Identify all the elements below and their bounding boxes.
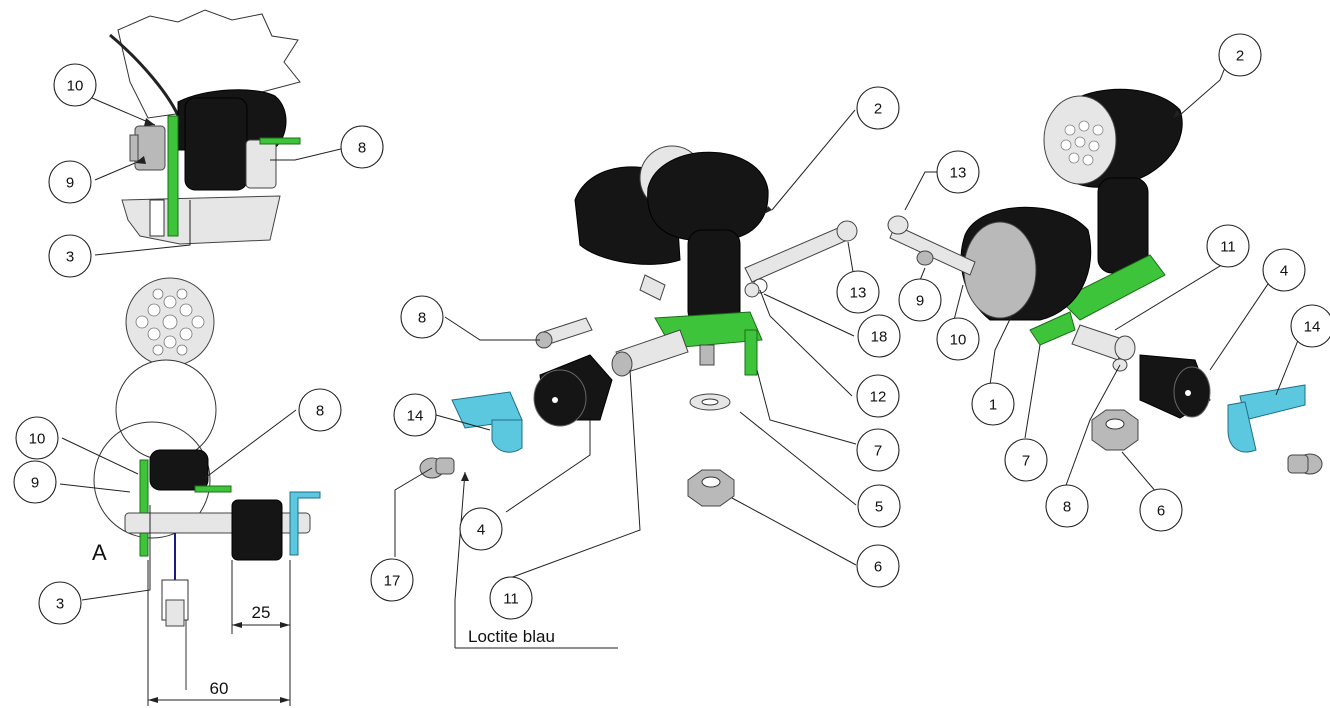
svg-text:11: 11 bbox=[1220, 239, 1236, 256]
svg-text:14: 14 bbox=[407, 408, 424, 425]
svg-text:9: 9 bbox=[916, 293, 924, 310]
svg-text:17: 17 bbox=[384, 573, 401, 590]
balloon-6: 6 bbox=[1139, 488, 1183, 532]
side-view bbox=[93, 277, 321, 690]
balloon-11: 11 bbox=[1206, 224, 1250, 268]
balloon-13: 13 bbox=[936, 150, 980, 194]
exploded-view-center bbox=[419, 145, 858, 507]
balloon-2: 2 bbox=[856, 86, 900, 130]
dimension-arrows bbox=[148, 622, 290, 703]
balloon-group: 1098310983281318127561441117213910111414… bbox=[13, 33, 1330, 625]
svg-text:9: 9 bbox=[31, 475, 39, 492]
balloon-18: 18 bbox=[857, 314, 901, 358]
svg-text:18: 18 bbox=[871, 329, 888, 346]
balloon-3: 3 bbox=[38, 581, 82, 625]
dimension-25: 25 bbox=[252, 603, 271, 622]
svg-text:13: 13 bbox=[850, 285, 867, 302]
svg-text:7: 7 bbox=[1022, 453, 1030, 470]
balloon-5: 5 bbox=[857, 484, 901, 528]
svg-text:9: 9 bbox=[66, 175, 74, 192]
svg-text:1: 1 bbox=[989, 397, 997, 414]
balloon-10: 10 bbox=[15, 416, 59, 460]
leader-arrowheads bbox=[135, 110, 1180, 481]
balloon-10: 10 bbox=[936, 317, 980, 361]
svg-text:13: 13 bbox=[950, 165, 967, 182]
svg-text:11: 11 bbox=[503, 591, 519, 608]
balloon-8: 8 bbox=[400, 295, 444, 339]
svg-text:3: 3 bbox=[66, 249, 74, 266]
loctite-note: Loctite blau bbox=[468, 627, 555, 646]
detail-view-top bbox=[109, 9, 301, 245]
svg-text:2: 2 bbox=[1236, 48, 1244, 65]
balloon-9: 9 bbox=[898, 278, 942, 322]
balloon-9: 9 bbox=[13, 460, 57, 504]
balloon-9: 9 bbox=[48, 160, 92, 204]
svg-text:14: 14 bbox=[1304, 319, 1321, 336]
dimension-lines bbox=[147, 560, 291, 706]
balloon-7: 7 bbox=[856, 428, 900, 472]
balloon-14: 14 bbox=[1290, 304, 1330, 348]
balloon-8: 8 bbox=[1045, 484, 1089, 528]
balloon-2: 2 bbox=[1218, 33, 1262, 77]
balloon-8: 8 bbox=[340, 125, 384, 169]
svg-text:8: 8 bbox=[418, 310, 426, 327]
balloon-13: 13 bbox=[836, 270, 880, 314]
svg-text:3: 3 bbox=[56, 596, 64, 613]
balloon-1: 1 bbox=[971, 382, 1015, 426]
svg-text:8: 8 bbox=[358, 140, 366, 157]
balloon-7: 7 bbox=[1004, 438, 1048, 482]
balloon-4: 4 bbox=[1262, 248, 1306, 292]
svg-text:10: 10 bbox=[29, 431, 46, 448]
view-label: A bbox=[92, 540, 107, 565]
svg-text:6: 6 bbox=[1157, 503, 1165, 520]
svg-text:5: 5 bbox=[875, 499, 883, 516]
svg-text:8: 8 bbox=[1063, 499, 1071, 516]
balloon-4: 4 bbox=[459, 507, 503, 551]
exploded-view-right bbox=[887, 88, 1323, 475]
svg-text:10: 10 bbox=[67, 78, 84, 95]
balloon-10: 10 bbox=[53, 63, 97, 107]
balloon-14: 14 bbox=[393, 393, 437, 437]
dimension-60: 60 bbox=[210, 679, 229, 698]
svg-text:12: 12 bbox=[870, 389, 887, 406]
svg-text:6: 6 bbox=[874, 559, 882, 576]
balloon-8: 8 bbox=[298, 388, 342, 432]
svg-text:10: 10 bbox=[950, 332, 967, 349]
svg-text:4: 4 bbox=[477, 522, 485, 539]
balloon-6: 6 bbox=[856, 544, 900, 588]
balloon-17: 17 bbox=[370, 558, 414, 602]
svg-text:4: 4 bbox=[1280, 263, 1288, 280]
balloon-11: 11 bbox=[489, 576, 533, 620]
svg-text:7: 7 bbox=[874, 443, 882, 460]
balloon-3: 3 bbox=[48, 234, 92, 278]
balloon-12: 12 bbox=[856, 374, 900, 418]
svg-text:8: 8 bbox=[316, 403, 324, 420]
svg-text:2: 2 bbox=[874, 101, 882, 118]
